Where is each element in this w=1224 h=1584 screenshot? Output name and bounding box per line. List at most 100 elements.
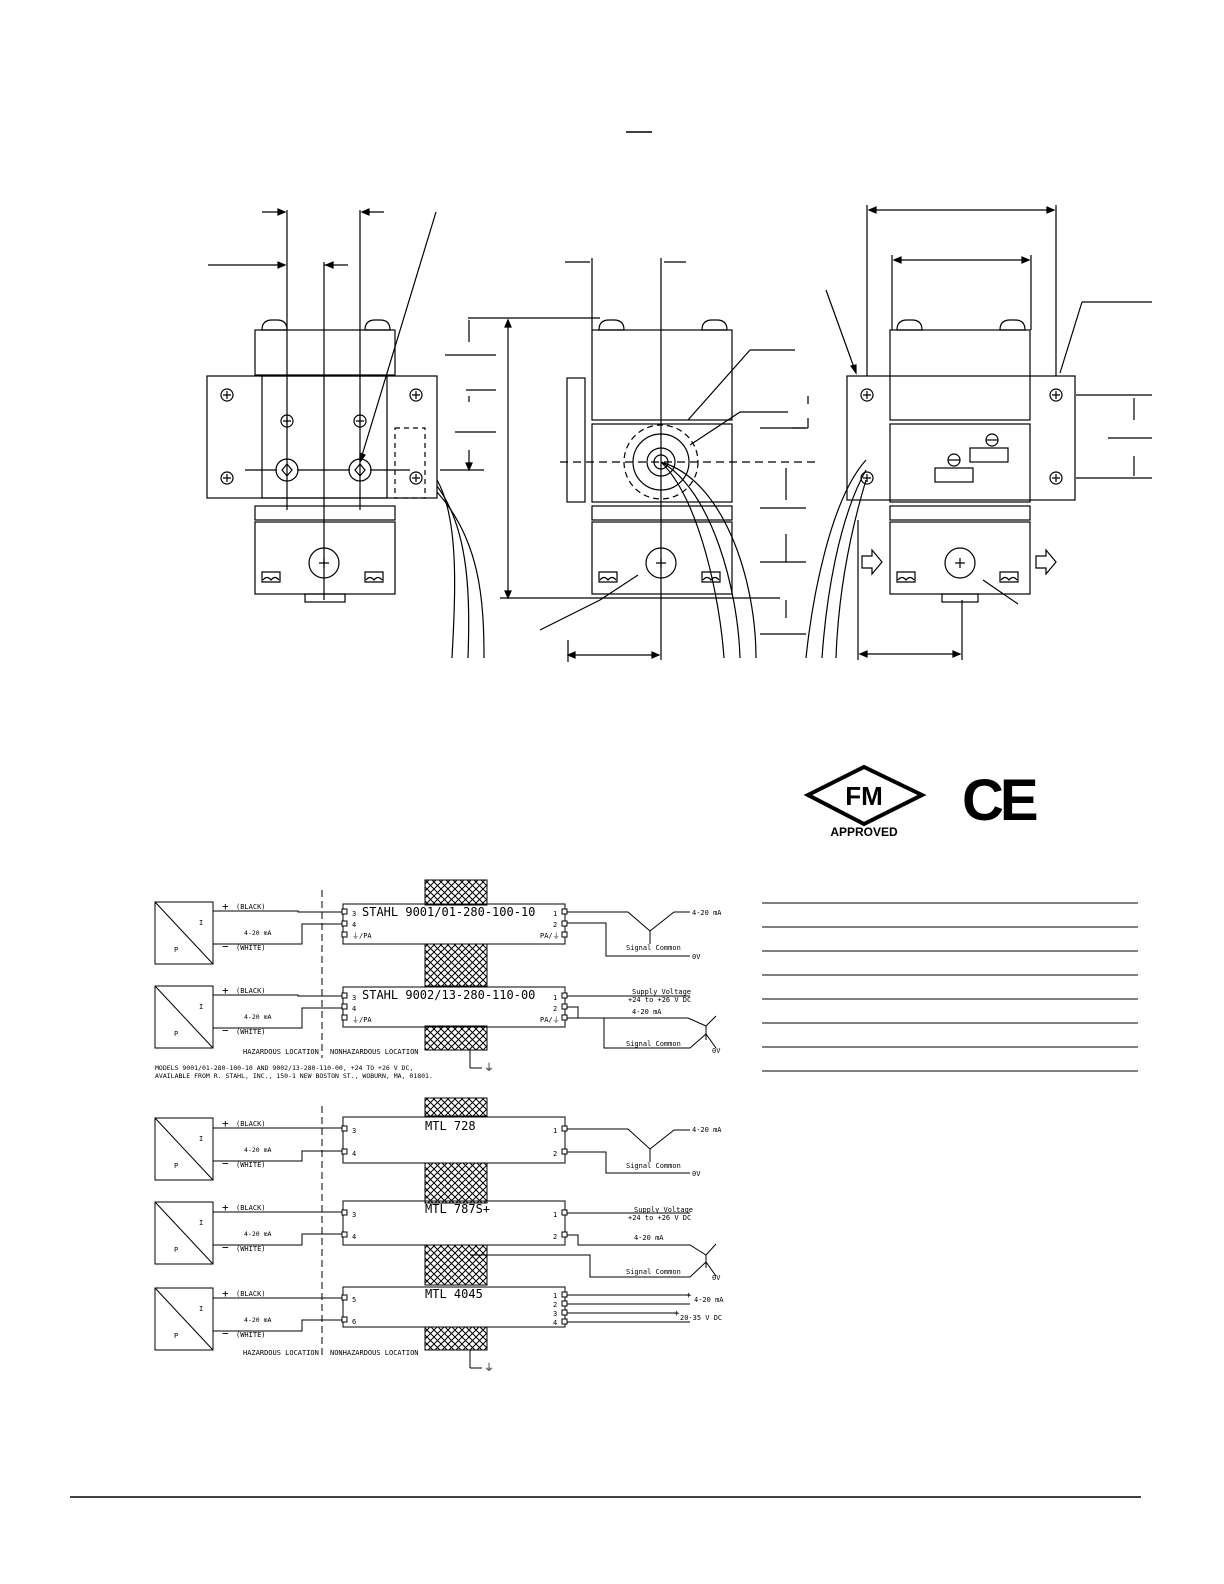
mtl-device-2: I P + (BLACK) 4-20 mA − (WHITE): [154, 1201, 343, 1265]
svg-text:(WHITE): (WHITE): [236, 1028, 266, 1036]
svg-text:3: 3: [352, 910, 356, 918]
svg-text:+: +: [222, 1201, 229, 1214]
mtl-device-3: I P + (BLACK) 4-20 mA − (WHITE): [154, 1287, 343, 1351]
svg-text:⏚: ⏚: [484, 1062, 494, 1074]
stahl-device-2: I P + (BLACK) 4-20 mA − (WHITE): [154, 984, 343, 1049]
stahl-unit-2-0v: 0V: [712, 1047, 721, 1055]
svg-text:4-20 mA: 4-20 mA: [244, 1230, 271, 1238]
svg-text:−: −: [222, 1241, 229, 1254]
svg-text:4: 4: [553, 1319, 557, 1327]
mtl-device-1: I P + (BLACK) 4-20 mA − (WHITE): [154, 1117, 343, 1181]
mtl-unit-3-title: MTL 4045: [425, 1287, 483, 1301]
svg-text:(BLACK): (BLACK): [236, 1120, 266, 1128]
svg-text:I: I: [199, 1135, 203, 1143]
stahl-unit-1-title: STAHL 9001/01-280-100-10: [362, 905, 535, 919]
svg-text:(BLACK): (BLACK): [236, 987, 266, 995]
svg-text:2: 2: [553, 921, 557, 929]
svg-text:⏚/PA: ⏚/PA: [352, 1016, 372, 1024]
svg-text:Signal Common: Signal Common: [626, 1268, 681, 1276]
svg-text:1: 1: [553, 910, 557, 918]
mtl-barrier-1: [424, 1097, 488, 1117]
spec-table-rules: [762, 902, 1138, 1072]
stahl-note-line-2: AVAILABLE FROM R. STAHL, INC., 150-1 NEW…: [155, 1072, 433, 1080]
svg-text:4: 4: [352, 1005, 356, 1013]
stahl-unit-2-supply: Supply Voltage: [632, 988, 691, 996]
white-label: (WHITE): [236, 944, 266, 952]
svg-text:0V: 0V: [712, 1274, 721, 1282]
svg-text:I: I: [199, 1003, 203, 1011]
mtl-unit-2: MTL 787S+ 3 4 1 2 Supply Voltage +24 to …: [341, 1200, 721, 1282]
stahl-hazardous-label: HAZARDOUS LOCATION: [243, 1048, 319, 1056]
svg-text:P: P: [174, 1246, 178, 1254]
svg-text:+: +: [222, 1117, 229, 1130]
mtl-unit-1: MTL 728 3 4 1 2 4-20 mA Signal Common 0V: [341, 1116, 722, 1178]
svg-text:⏚/PA: ⏚/PA: [352, 932, 372, 940]
fm-logo-text: FM: [845, 781, 883, 811]
svg-text:5: 5: [352, 1296, 356, 1304]
svg-text:4-20 mA: 4-20 mA: [694, 1296, 724, 1304]
svg-text:6: 6: [352, 1318, 356, 1326]
svg-text:Signal Common: Signal Common: [626, 1162, 681, 1170]
svg-text:+: +: [222, 984, 229, 997]
stahl-unit-1-0v: 0V: [692, 953, 701, 961]
svg-text:⏚: ⏚: [484, 1362, 494, 1374]
svg-text:(BLACK): (BLACK): [236, 1290, 266, 1298]
plus-label: +: [222, 900, 229, 913]
svg-text:+: +: [674, 1309, 680, 1319]
stahl-unit-1-common: Signal Common: [626, 944, 681, 952]
svg-text:+: +: [222, 1287, 229, 1300]
svg-text:P: P: [174, 1030, 178, 1038]
fm-approved-logo: FM APPROVED: [803, 764, 927, 839]
svg-text:0V: 0V: [692, 1170, 701, 1178]
mtl-nonhazardous-label: NONHAZARDOUS LOCATION: [330, 1349, 419, 1357]
stahl-note-line-1: MODELS 9001/01-280-100-10 AND 9002/13-28…: [155, 1064, 413, 1072]
svg-text:Supply Voltage: Supply Voltage: [634, 1206, 693, 1214]
stahl-unit-1: STAHL 9001/01-280-100-10 3 4 ⏚/PA 1 2 PA…: [341, 903, 722, 961]
svg-text:4-20 mA: 4-20 mA: [244, 1013, 271, 1021]
svg-text:3: 3: [352, 1127, 356, 1135]
stahl-unit-2-out: 4-20 mA: [632, 1008, 662, 1016]
svg-text:1: 1: [553, 1292, 557, 1300]
mtl-barrier-4: [424, 1326, 488, 1351]
svg-text:PA/⏚: PA/⏚: [540, 1016, 560, 1024]
svg-text:P: P: [174, 1332, 178, 1340]
svg-text:(WHITE): (WHITE): [236, 1161, 266, 1169]
svg-text:I: I: [199, 1219, 203, 1227]
svg-text:−: −: [222, 1327, 229, 1340]
rear-view-drawing: [792, 205, 1152, 660]
stahl-unit-2: STAHL 9002/13-280-110-00 3 4 ⏚/PA 1 2 PA…: [341, 986, 721, 1055]
svg-text:PA/⏚: PA/⏚: [540, 932, 560, 940]
svg-text:I: I: [199, 1305, 203, 1313]
stahl-unit-1-out: 4-20 mA: [692, 909, 722, 917]
stahl-unit-2-supply-volt: +24 to +26 V DC: [628, 996, 691, 1004]
svg-text:4-20 mA: 4-20 mA: [244, 1146, 271, 1154]
svg-text:1: 1: [553, 994, 557, 1002]
mtl-hazardous-label: HAZARDOUS LOCATION: [243, 1349, 319, 1357]
ce-mark-logo: CE: [962, 768, 1041, 833]
svg-text:4-20 mA: 4-20 mA: [634, 1234, 664, 1242]
svg-text:1: 1: [553, 1127, 557, 1135]
svg-text:4: 4: [352, 1150, 356, 1158]
stahl-barrier-bot: [424, 1025, 488, 1051]
ma-label: 4-20 mA: [244, 929, 271, 937]
svg-text:(BLACK): (BLACK): [236, 1204, 266, 1212]
svg-text:3: 3: [352, 1211, 356, 1219]
svg-text:−: −: [222, 1024, 229, 1037]
svg-text:2: 2: [553, 1150, 557, 1158]
mtl-wiring-diagram: ⏚ I P + (BLACK) 4-20 mA − (WHITE) MTL 72…: [154, 1097, 724, 1374]
front-view-drawing: [206, 208, 496, 659]
mtl-barrier-3: [424, 1244, 488, 1286]
black-label: (BLACK): [236, 903, 266, 911]
svg-text:1: 1: [553, 1211, 557, 1219]
svg-text:2: 2: [553, 1005, 557, 1013]
side-view-drawing: [468, 258, 820, 662]
fm-approved-text: APPROVED: [830, 825, 898, 839]
i-label: I: [199, 919, 203, 927]
svg-text:P: P: [174, 1162, 178, 1170]
svg-text:+24 to +26 V DC: +24 to +26 V DC: [628, 1214, 691, 1222]
svg-text:2: 2: [553, 1301, 557, 1309]
svg-text:3: 3: [352, 994, 356, 1002]
stahl-unit-2-title: STAHL 9002/13-280-110-00: [362, 988, 535, 1002]
mtl-unit-1-title: MTL 728: [425, 1119, 476, 1133]
